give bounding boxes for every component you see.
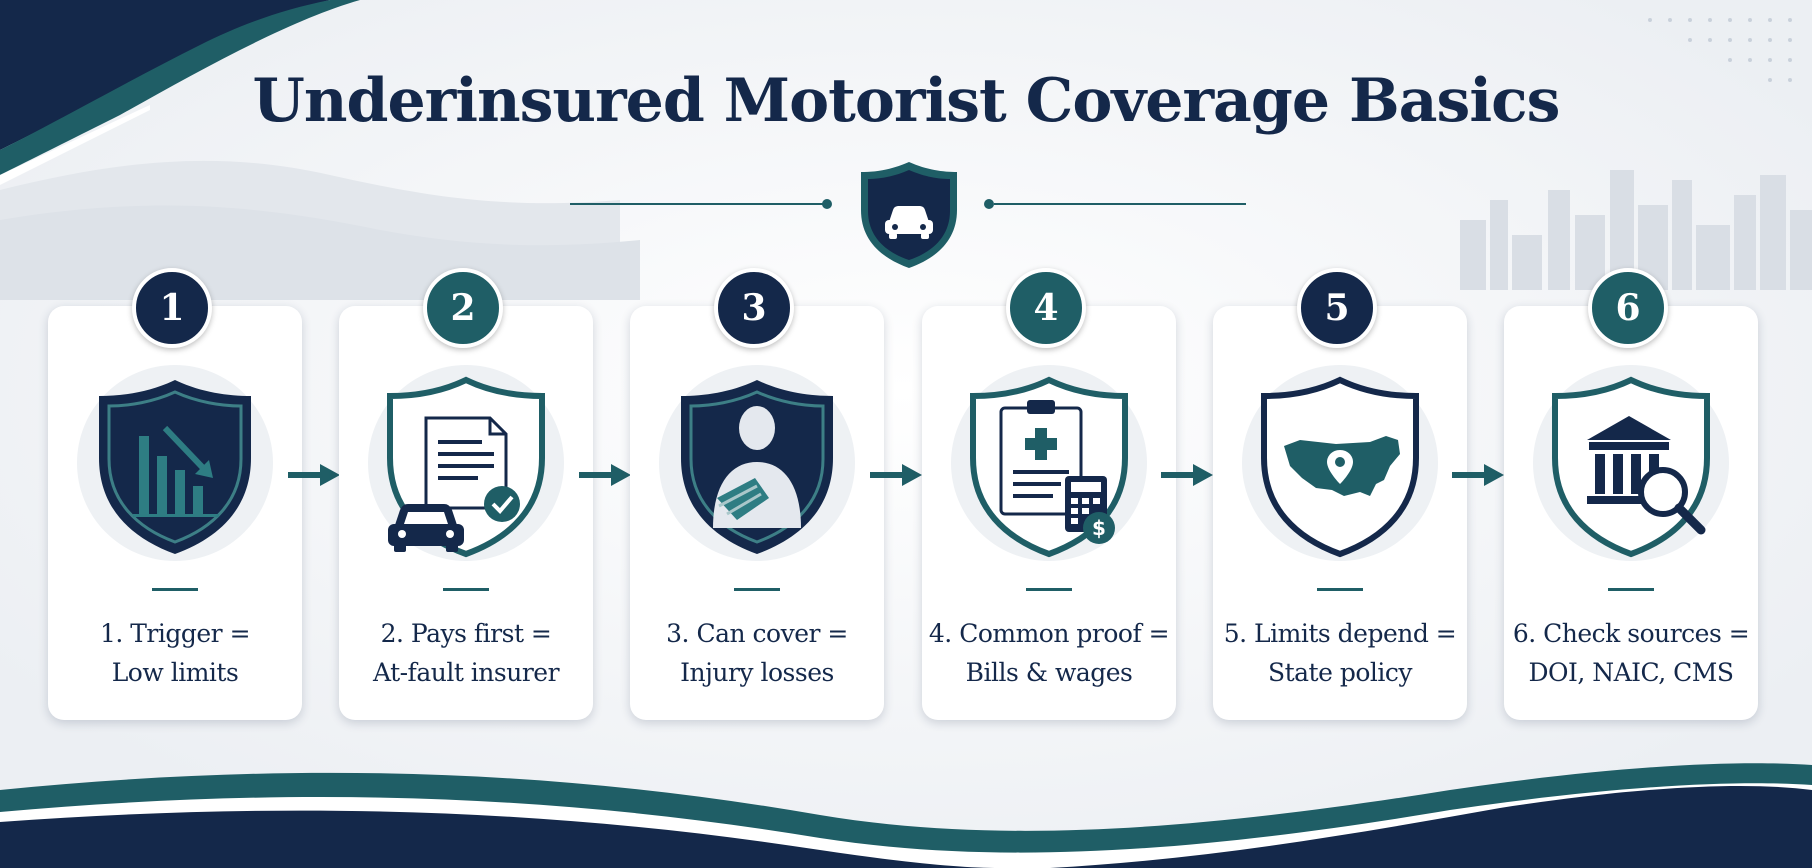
title-divider-left <box>570 203 826 205</box>
arrow-right-icon <box>1452 464 1504 486</box>
step-2-badge: 2 <box>423 268 503 348</box>
title-divider-right <box>994 203 1246 205</box>
arrow-right-icon <box>288 464 340 486</box>
step-card-4: $ 4. Common proof = Bills & wages <box>922 306 1176 720</box>
step-card-5: 5. Limits depend = State policy <box>1213 306 1467 720</box>
arrow-right-icon <box>870 464 922 486</box>
falling-chart-shield-icon <box>77 365 273 561</box>
title-divider-dot-left <box>822 199 832 209</box>
card-dash <box>734 588 780 591</box>
car-shield-icon <box>861 162 957 268</box>
step-card-1: 1. Trigger = Low limits <box>48 306 302 720</box>
step-6-badge: 6 <box>1588 268 1668 348</box>
step-4-label: 4. Common proof = Bills & wages <box>928 614 1170 692</box>
arrow-right-icon <box>1161 464 1213 486</box>
card-dash <box>1317 588 1363 591</box>
step-6-line2: DOI, NAIC, CMS <box>1528 658 1734 687</box>
step-5-line1: 5. Limits depend = <box>1223 619 1457 648</box>
step-4-line1: 4. Common proof = <box>928 619 1170 648</box>
step-card-2: 2. Pays first = At-fault insurer <box>339 306 593 720</box>
us-map-pin-shield-icon <box>1242 365 1438 561</box>
government-building-search-shield-icon <box>1533 365 1729 561</box>
step-1-label: 1. Trigger = Low limits <box>54 614 296 692</box>
step-card-3: 3. Can cover = Injury losses <box>630 306 884 720</box>
step-5-badge: 5 <box>1297 268 1377 348</box>
injured-person-shield-icon <box>659 365 855 561</box>
step-1-line1: 1. Trigger = <box>99 619 251 648</box>
medical-bill-calculator-shield-icon: $ <box>951 365 1147 561</box>
step-5-line2: State policy <box>1267 658 1413 687</box>
step-6-line1: 6. Check sources = <box>1512 619 1750 648</box>
title-divider-dot-right <box>984 199 994 209</box>
step-3-line1: 3. Can cover = <box>666 619 848 648</box>
step-card-6: 6. Check sources = DOI, NAIC, CMS <box>1504 306 1758 720</box>
step-2-line1: 2. Pays first = <box>380 619 552 648</box>
step-2-label: 2. Pays first = At-fault insurer <box>345 614 587 692</box>
document-car-check-shield-icon <box>368 365 564 561</box>
step-4-line2: Bills & wages <box>965 658 1133 687</box>
card-dash <box>443 588 489 591</box>
step-2-line2: At-fault insurer <box>372 658 560 687</box>
svg-text:$: $ <box>1092 516 1106 540</box>
card-dash <box>1026 588 1072 591</box>
step-3-label: 3. Can cover = Injury losses <box>636 614 878 692</box>
page-title: Underinsured Motorist Coverage Basics <box>252 66 1561 136</box>
step-3-badge: 3 <box>714 268 794 348</box>
step-6-label: 6. Check sources = DOI, NAIC, CMS <box>1510 614 1752 692</box>
step-5-label: 5. Limits depend = State policy <box>1219 614 1461 692</box>
card-dash <box>1608 588 1654 591</box>
step-3-line2: Injury losses <box>680 658 834 687</box>
arrow-right-icon <box>579 464 631 486</box>
step-1-line2: Low limits <box>111 658 239 687</box>
step-4-badge: 4 <box>1006 268 1086 348</box>
card-dash <box>152 588 198 591</box>
step-1-badge: 1 <box>132 268 212 348</box>
